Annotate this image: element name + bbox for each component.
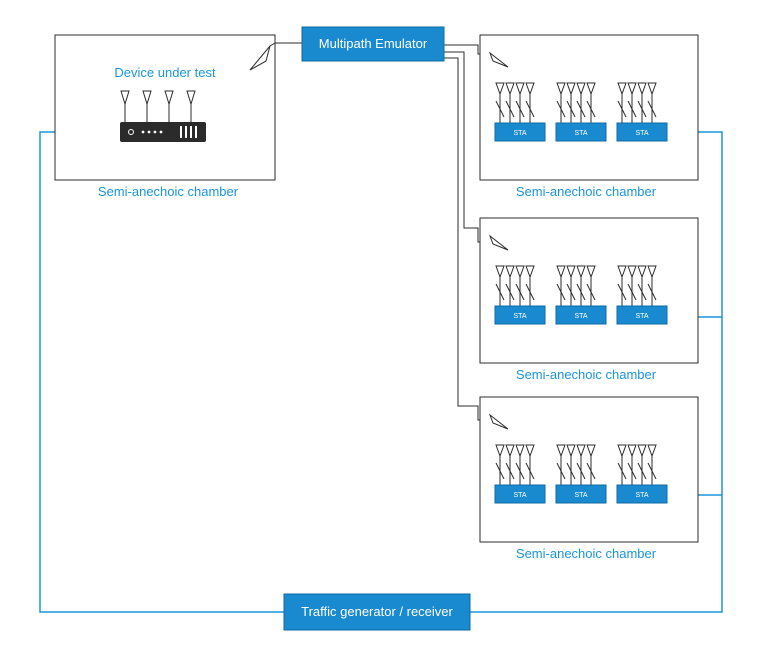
antenna-icon: [525, 462, 535, 480]
horn-antenna-icon: [488, 51, 509, 68]
dut-side-antenna: [249, 42, 276, 71]
antenna-icon: [627, 100, 637, 118]
antenna-icon: [627, 462, 637, 480]
antenna-icon: [586, 283, 596, 301]
antenna-icon: [505, 462, 515, 480]
station-device: STA: [616, 82, 668, 142]
antenna-icon: [566, 100, 576, 118]
antenna-icon: [576, 100, 586, 118]
antenna-icon: [495, 283, 505, 301]
antenna-icon: [617, 283, 627, 301]
sta-label: STA: [574, 313, 587, 320]
antenna-icon: [495, 100, 505, 118]
station-device: STA: [494, 444, 546, 504]
antenna-icon: [576, 462, 586, 480]
chamber-label: Semi-anechoic chamber: [516, 367, 657, 382]
sta-box: [494, 122, 546, 142]
station-device: STA: [616, 444, 668, 504]
station-device: STA: [555, 82, 607, 142]
sta-box: [616, 305, 668, 325]
chamber-frame: [479, 217, 699, 364]
antenna-icon: [515, 283, 525, 301]
sta-label: STA: [635, 492, 648, 499]
dut-router-icon: [120, 90, 206, 142]
station-device: STA: [555, 265, 607, 325]
multipath-emulator-box: [301, 26, 445, 62]
station-device: STA: [494, 265, 546, 325]
dut-chamber: Device under test Semi-anechoic chamber: [54, 34, 276, 199]
traffic-generator-label: Traffic generator / receiver: [301, 604, 453, 619]
antenna-icon: [556, 462, 566, 480]
sta-label: STA: [513, 313, 526, 320]
sta-label: STA: [513, 130, 526, 137]
sta-box: [494, 484, 546, 504]
station-chamber: STA STA STA Semi-anechoic chamber: [479, 217, 699, 382]
dut-to-traffic-line: [39, 131, 284, 613]
antenna-icon: [515, 100, 525, 118]
antenna-icon: [505, 283, 515, 301]
chamber-label: Semi-anechoic chamber: [516, 184, 657, 199]
antenna-icon: [556, 283, 566, 301]
antenna-icon: [586, 462, 596, 480]
antenna-icon: [556, 100, 566, 118]
antenna-icon: [525, 283, 535, 301]
antenna-icon: [637, 283, 647, 301]
rf-wiring: [275, 42, 490, 421]
antenna-icon: [617, 462, 627, 480]
antenna-icon: [576, 283, 586, 301]
antenna-icon: [566, 462, 576, 480]
station-device: STA: [555, 444, 607, 504]
station-chamber: STA STA STA Semi-anechoic chamber: [479, 34, 699, 199]
antenna-icon: [647, 100, 657, 118]
chamber-label: Semi-anechoic chamber: [516, 546, 657, 561]
sta-box: [494, 305, 546, 325]
chamber-label: Semi-anechoic chamber: [98, 184, 239, 199]
sta-label: STA: [635, 130, 648, 137]
antenna-icon: [647, 283, 657, 301]
sta-label: STA: [513, 492, 526, 499]
antenna-icon: [637, 462, 647, 480]
traffic-generator-box: [283, 593, 471, 631]
sta-label: STA: [574, 492, 587, 499]
horn-antenna-icon: [488, 234, 509, 251]
sta-box: [555, 122, 607, 142]
chamber-frame: [54, 34, 276, 181]
antenna-icon: [586, 100, 596, 118]
sta-box: [555, 484, 607, 504]
antenna-icon: [647, 462, 657, 480]
dut-antennas: [120, 90, 196, 123]
sta-box: [616, 122, 668, 142]
chamber-frame: [479, 396, 699, 543]
sta-box: [616, 484, 668, 504]
chamber-frame: [479, 34, 699, 181]
antenna-icon: [617, 100, 627, 118]
station-device: STA: [494, 82, 546, 142]
antenna-icon: [495, 462, 505, 480]
multipath-emulator-label: Multipath Emulator: [319, 36, 428, 51]
station-device: STA: [616, 265, 668, 325]
antenna-icon: [627, 283, 637, 301]
antenna-icon: [515, 462, 525, 480]
antenna-icon: [525, 100, 535, 118]
sta-label: STA: [574, 130, 587, 137]
sta-box: [555, 305, 607, 325]
station-chamber: STA STA STA Semi-anechoic chamber: [479, 396, 699, 561]
antenna-icon: [566, 283, 576, 301]
dut-label: Device under test: [114, 65, 216, 80]
antenna-icon: [505, 100, 515, 118]
antenna-icon: [637, 100, 647, 118]
sta-label: STA: [635, 313, 648, 320]
horn-antenna-icon: [488, 413, 509, 430]
